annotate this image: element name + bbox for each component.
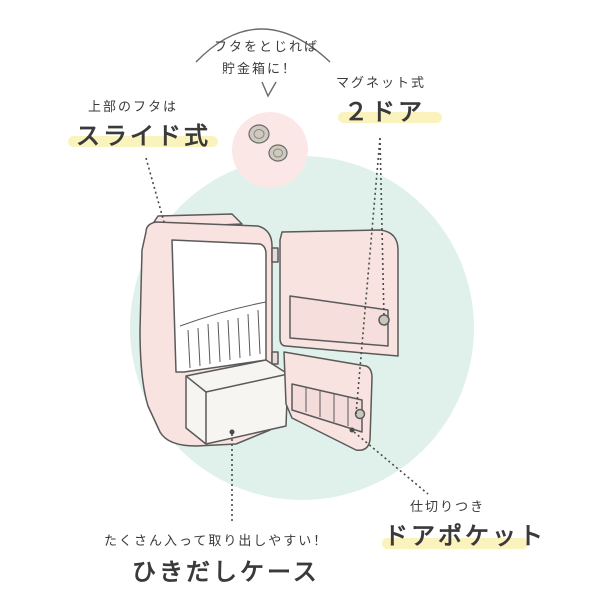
door-hinge-upper <box>271 247 279 263</box>
door-magnet-upper <box>378 314 390 326</box>
speech-bubble-arc <box>195 28 331 63</box>
mini-fridge-illustration <box>139 213 399 452</box>
drawer-caption: たくさん入って取り出しやすい！ <box>104 534 329 549</box>
leader-dot-pocket <box>349 427 355 433</box>
lid-title: スライド式 <box>76 122 211 150</box>
pocket-caption: 仕切りつき <box>410 500 486 515</box>
bubble-line-1: フタをとじれば <box>214 40 320 55</box>
speech-bubble-tail <box>261 81 277 98</box>
lower-door-pocket <box>291 383 363 433</box>
leader-dot-drawer <box>229 429 235 435</box>
bubble-line-2: 貯金箱に！ <box>222 62 298 77</box>
interior-slats <box>179 301 267 369</box>
drawer-front <box>185 359 289 445</box>
pocket-dividers <box>305 388 349 426</box>
lid-caption: 上部のフタは <box>88 100 179 115</box>
leader-lines <box>145 137 429 522</box>
pocket-title: ドアポケット <box>384 522 546 550</box>
fridge-interior <box>171 239 267 373</box>
door-title: ２ドア <box>344 98 425 126</box>
door-hinge-lower <box>271 351 279 365</box>
door-caption: マグネット式 <box>336 76 427 91</box>
highlight-lid <box>68 136 218 147</box>
highlight-pocket <box>382 538 528 549</box>
door-magnet-lower <box>354 408 366 420</box>
highlight-door <box>338 112 442 123</box>
drawer-title: ひきだしケース <box>132 558 320 586</box>
coins-icon <box>248 124 288 162</box>
